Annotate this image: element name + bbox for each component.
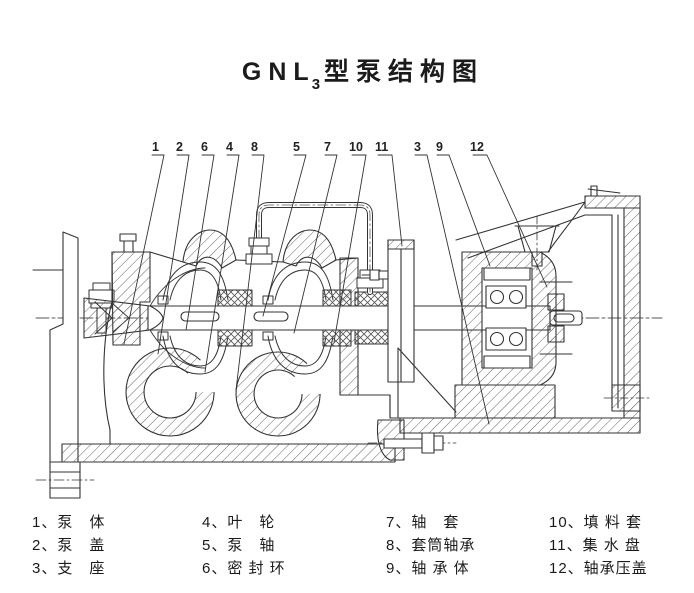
oil-cup <box>514 215 560 271</box>
title-subscript: 3 <box>311 76 321 93</box>
ball-bearing-lower <box>485 327 527 351</box>
callout-number-2: 2 <box>176 140 183 154</box>
title-main: GNL <box>241 58 316 86</box>
legend-item-9: 9、轴 承 体 <box>386 560 470 577</box>
legend-item-12: 12、轴承压盖 <box>549 560 648 577</box>
callout-number-8: 8 <box>251 140 258 154</box>
legend-column-2: 4、叶 轮 5、泵 轴 6、密 封 环 <box>202 511 286 580</box>
sleeve-bearing-blocks <box>217 289 352 347</box>
callout-number-9: 9 <box>436 140 443 154</box>
legend-item-1: 1、泵 体 <box>32 514 106 531</box>
callout-number-12: 12 <box>470 140 484 154</box>
callout-leaders <box>123 154 548 425</box>
legend-column-1: 1、泵 体 2、泵 盖 3、支 座 <box>32 511 105 580</box>
parts-legend: 1、泵 体 2、泵 盖 3、支 座 4、叶 轮 5、泵 轴 6、密 封 环 7、… <box>0 511 694 591</box>
callout-number-3: 3 <box>414 140 421 154</box>
callout-numbers: 1 2 6 4 8 5 7 10 11 3 9 12 <box>152 140 484 154</box>
pump-cross-section-drawing: 1 2 6 4 8 5 7 10 11 3 9 12 <box>32 140 663 499</box>
legend-item-10: 10、填 料 套 <box>549 514 643 531</box>
legend-item-5: 5、泵 轴 <box>202 537 276 554</box>
title-rest: 型泵结构图 <box>324 58 485 86</box>
bearing-housing <box>454 251 573 419</box>
legend-item-6: 6、密 封 环 <box>202 560 286 577</box>
ball-bearing-upper <box>485 285 527 309</box>
pump-casing <box>103 229 401 445</box>
suction-flange <box>32 231 95 499</box>
support-bracket <box>397 185 651 434</box>
legend-item-4: 4、叶 轮 <box>202 514 276 531</box>
callout-number-5: 5 <box>293 140 300 154</box>
volute-curl-2 <box>235 350 338 437</box>
callout-number-11: 11 <box>375 140 388 154</box>
legend-item-2: 2、泵 盖 <box>32 537 106 554</box>
callout-number-7: 7 <box>324 140 331 154</box>
impeller-stage-1 <box>157 261 229 375</box>
callout-number-6: 6 <box>201 140 208 154</box>
baseplate <box>61 419 457 463</box>
legend-item-7: 7、轴 套 <box>386 514 460 531</box>
callout-number-1: 1 <box>152 140 159 154</box>
water-collecting-pan <box>361 239 415 383</box>
callout-number-10: 10 <box>349 140 363 154</box>
legend-column-4: 10、填 料 套 11、集 水 盘 12、轴承压盖 <box>549 511 648 580</box>
anchor-bolt <box>367 432 457 454</box>
volute-curl-1 <box>125 346 232 437</box>
bearing-gland <box>539 281 573 355</box>
legend-column-3: 7、轴 套 8、套筒轴承 9、轴 承 体 <box>386 511 475 580</box>
legend-item-11: 11、集 水 盘 <box>549 537 641 554</box>
callout-number-4: 4 <box>226 140 233 154</box>
legend-item-8: 8、套筒轴承 <box>386 537 476 554</box>
legend-item-3: 3、支 座 <box>32 560 106 577</box>
